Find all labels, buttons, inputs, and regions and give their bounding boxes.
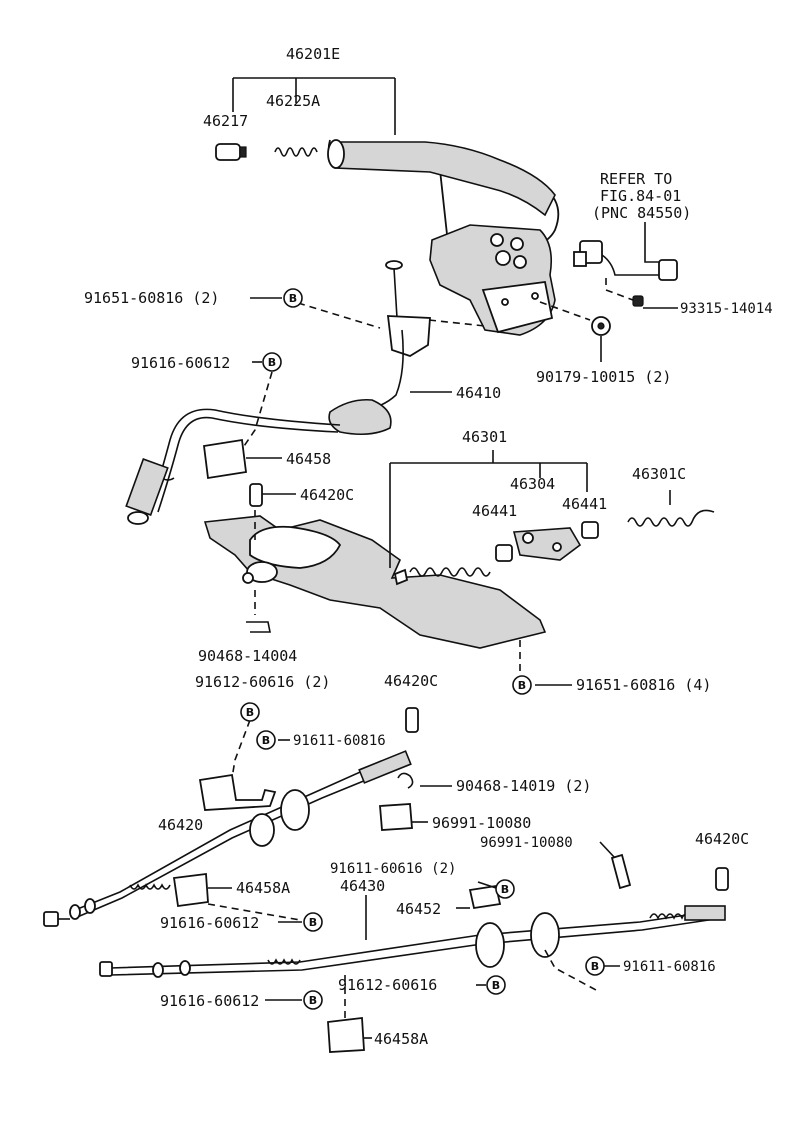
bolt-marker-7: B bbox=[303, 912, 323, 932]
spring-46301C bbox=[627, 509, 715, 527]
clip-46458A-b bbox=[327, 1016, 372, 1053]
label-90468-14004: 90468-14004 bbox=[198, 647, 297, 665]
label-refer-to: REFER TO bbox=[600, 170, 672, 188]
brake-switch bbox=[573, 222, 678, 309]
bolt-marker-4: B bbox=[240, 702, 260, 722]
label-96991-10080-a: 96991-10080 bbox=[432, 814, 531, 832]
bolt-marker-9: B bbox=[486, 975, 506, 995]
label-93315-14014: 93315-14014 bbox=[680, 301, 773, 317]
clip-96991 bbox=[379, 803, 428, 831]
label-46452: 46452 bbox=[396, 900, 441, 918]
label-46301C: 46301C bbox=[632, 465, 686, 483]
label-90468-14019: 90468-14019 (2) bbox=[456, 777, 591, 795]
label-91616-60612-a: 91616-60612 bbox=[131, 354, 230, 372]
label-46217: 46217 bbox=[203, 112, 248, 130]
label-refer-pnc: (PNC 84550) bbox=[592, 204, 691, 222]
bolt-marker-10: B bbox=[303, 990, 323, 1010]
label-46458A-a: 46458A bbox=[236, 879, 290, 897]
svg-text:B: B bbox=[246, 706, 254, 719]
label-46301: 46301 bbox=[462, 428, 507, 446]
svg-text:B: B bbox=[289, 292, 297, 305]
label-46430: 46430 bbox=[340, 877, 385, 895]
svg-text:B: B bbox=[262, 734, 270, 747]
cable-46420 bbox=[43, 750, 412, 927]
label-91612-60616-2: 91612-60616 (2) bbox=[195, 673, 330, 691]
label-46420C-c: 46420C bbox=[695, 830, 749, 848]
label-46410: 46410 bbox=[456, 384, 501, 402]
svg-text:B: B bbox=[518, 679, 526, 692]
label-46420C-a: 46420C bbox=[300, 486, 354, 504]
label-91616-60612-b: 91616-60612 bbox=[160, 914, 259, 932]
label-91611-60816-c: 91611-60816 bbox=[623, 959, 716, 975]
pin-46420C-b bbox=[405, 707, 419, 733]
lever-spring bbox=[274, 147, 318, 157]
label-91611-60616-2: 91611-60616 (2) bbox=[330, 861, 456, 877]
svg-text:B: B bbox=[309, 994, 317, 1007]
svg-text:B: B bbox=[501, 883, 509, 896]
clip-46458A-a bbox=[172, 872, 301, 921]
label-46458A-b: 46458A bbox=[374, 1030, 428, 1048]
spring-equalizer bbox=[389, 450, 599, 577]
clip-90468-14004 bbox=[246, 590, 271, 633]
label-46420: 46420 bbox=[158, 816, 203, 834]
svg-text:B: B bbox=[309, 916, 317, 929]
bolt-marker-5: B bbox=[256, 730, 276, 750]
label-46458: 46458 bbox=[286, 450, 331, 468]
clip-96991-right bbox=[599, 841, 632, 890]
bolt-marker-6: B bbox=[495, 879, 515, 899]
bolt-marker-8: B bbox=[585, 956, 605, 976]
equalizer-plate bbox=[203, 515, 547, 649]
cable-46430 bbox=[99, 884, 726, 978]
label-46441-b: 46441 bbox=[562, 495, 607, 513]
knob-button bbox=[215, 143, 241, 161]
pin-46420C-a bbox=[249, 483, 296, 540]
label-91611-60816-a: 91611-60816 bbox=[293, 733, 386, 749]
label-91612-60616: 91612-60616 bbox=[338, 976, 437, 994]
label-46304: 46304 bbox=[510, 475, 555, 493]
bracket-lower bbox=[198, 719, 277, 811]
bolt-marker-3: B bbox=[512, 675, 532, 695]
label-90179-10015: 90179-10015 (2) bbox=[536, 368, 671, 386]
label-91616-60612-c: 91616-60612 bbox=[160, 992, 259, 1010]
bolt-marker-1: B bbox=[283, 288, 303, 308]
nut bbox=[539, 301, 611, 362]
label-46441-a: 46441 bbox=[472, 502, 517, 520]
label-96991-10080-b: 96991-10080 bbox=[480, 835, 573, 851]
label-refer-fig: FIG.84-01 bbox=[600, 187, 681, 205]
svg-text:B: B bbox=[492, 979, 500, 992]
label-46420C-b: 46420C bbox=[384, 672, 438, 690]
bolt-marker-2: B bbox=[262, 352, 282, 372]
clip-90468-14019 bbox=[397, 772, 452, 789]
cable-46410 bbox=[125, 260, 452, 525]
lever-assembly bbox=[215, 77, 560, 336]
return-spring bbox=[409, 567, 491, 577]
label-91651-60816-2: 91651-60816 (2) bbox=[84, 289, 219, 307]
label-91651-60816-4: 91651-60816 (4) bbox=[576, 676, 711, 694]
label-46225A: 46225A bbox=[266, 92, 320, 110]
clip-46458 bbox=[202, 438, 282, 480]
svg-text:B: B bbox=[591, 960, 599, 973]
label-46201E: 46201E bbox=[286, 45, 340, 63]
pin-46420C-c bbox=[715, 867, 729, 891]
svg-text:B: B bbox=[268, 356, 276, 369]
